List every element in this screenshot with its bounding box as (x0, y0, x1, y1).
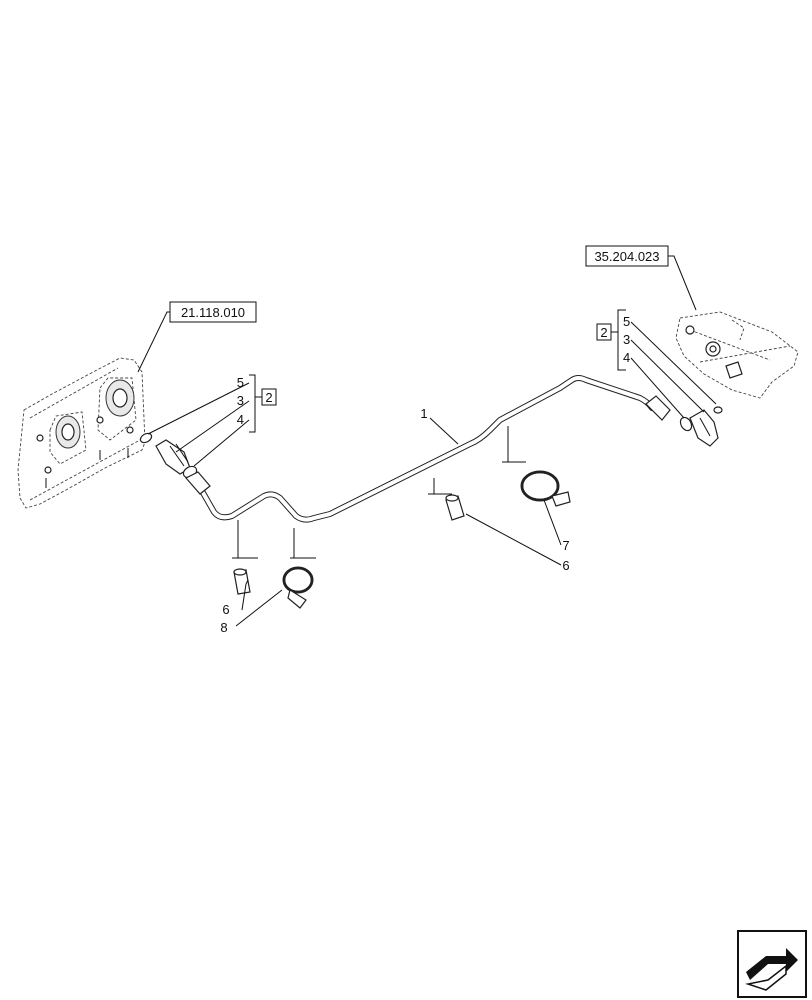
right-fittings (645, 395, 723, 447)
callout-clamp-right-7: 7 (562, 538, 569, 553)
leader-lines (137, 255, 717, 627)
callout-left-3: 3 (237, 393, 244, 408)
left-reference-label: 21.118.010 (181, 305, 245, 320)
callout-sleeve-left-6: 6 (222, 602, 229, 617)
callout-left-5: 5 (237, 375, 244, 390)
left-fittings (139, 432, 211, 495)
nut-left (185, 471, 211, 495)
sleeve-right (445, 494, 465, 521)
callout-right-3: 3 (623, 332, 630, 347)
callout-clamp-left-8: 8 (220, 620, 227, 635)
left-group-bracket (249, 374, 262, 433)
callout-left-4: 4 (237, 412, 244, 427)
left-group-box[interactable]: 2 (261, 388, 277, 406)
clamp-left (282, 566, 314, 609)
right-group-box[interactable]: 2 (596, 323, 612, 341)
left-reference-box[interactable]: 21.118.010 (169, 301, 257, 323)
pipe (195, 375, 655, 523)
right-reference-box[interactable]: 35.204.023 (585, 245, 669, 267)
right-group-bracket (611, 309, 626, 371)
right-reference-label: 35.204.023 (594, 249, 659, 264)
left-group-number: 2 (265, 390, 272, 405)
callout-right-4: 4 (623, 350, 630, 365)
callout-pipe-1: 1 (420, 406, 427, 421)
seal-ring-5-right (713, 406, 723, 414)
next-page-arrow-icon[interactable] (737, 930, 807, 998)
callout-sleeve-right-6: 6 (562, 558, 569, 573)
sleeve-left (233, 568, 251, 595)
callout-right-5: 5 (623, 314, 630, 329)
position-markers (232, 426, 526, 559)
clamp-right (520, 470, 571, 507)
right-housing (675, 311, 799, 399)
o-ring-4-right (679, 416, 693, 432)
elbow-3-right (689, 409, 719, 447)
left-housing (17, 357, 146, 509)
nut-right (645, 395, 671, 421)
seal-ring-5-left (139, 432, 153, 444)
right-group-number: 2 (600, 325, 607, 340)
